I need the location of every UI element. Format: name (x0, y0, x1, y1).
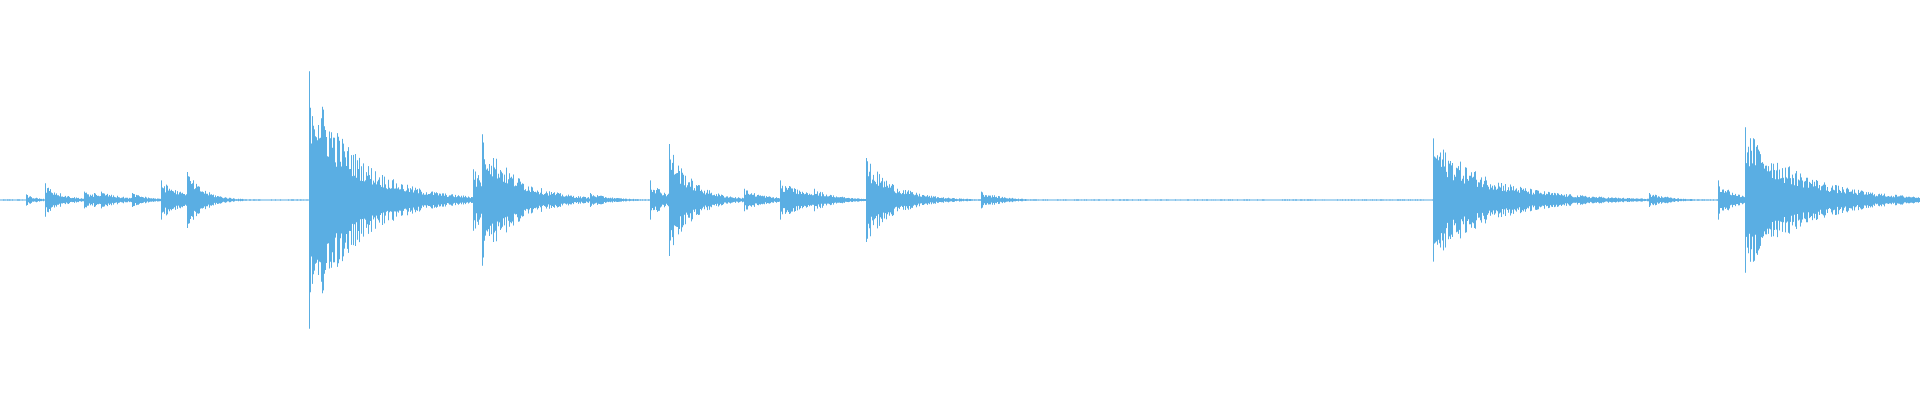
waveform-bars (3, 71, 1920, 329)
